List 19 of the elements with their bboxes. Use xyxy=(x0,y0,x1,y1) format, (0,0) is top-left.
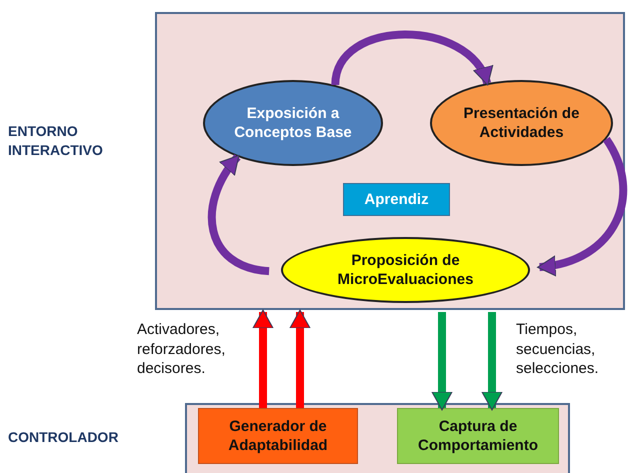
annotation-text: Activadores, reforzadores, decisores. xyxy=(137,320,226,378)
arrow xyxy=(432,312,452,410)
annotation-text: Tiempos, secuencias, selecciones. xyxy=(516,320,600,378)
panel-frame xyxy=(155,12,625,310)
process-ellipse: Exposición a Conceptos Base xyxy=(203,80,383,166)
process-ellipse: Proposición de MicroEvaluaciones xyxy=(281,237,530,303)
process-ellipse: Presentación de Actividades xyxy=(430,80,613,166)
arrow xyxy=(290,310,310,408)
arrow xyxy=(208,154,270,276)
arrow xyxy=(482,312,502,410)
process-box: Captura de Comportamiento xyxy=(397,408,559,464)
process-box: Generador de Adaptabilidad xyxy=(198,408,358,464)
panel-frame xyxy=(185,403,570,473)
section-heading: CONTROLADOR xyxy=(8,428,120,447)
section-heading: ENTORNO INTERACTIVO xyxy=(8,122,104,160)
arrow xyxy=(331,30,491,86)
arrow xyxy=(252,310,274,408)
process-box: Aprendiz xyxy=(343,183,450,216)
arrow xyxy=(537,137,627,276)
